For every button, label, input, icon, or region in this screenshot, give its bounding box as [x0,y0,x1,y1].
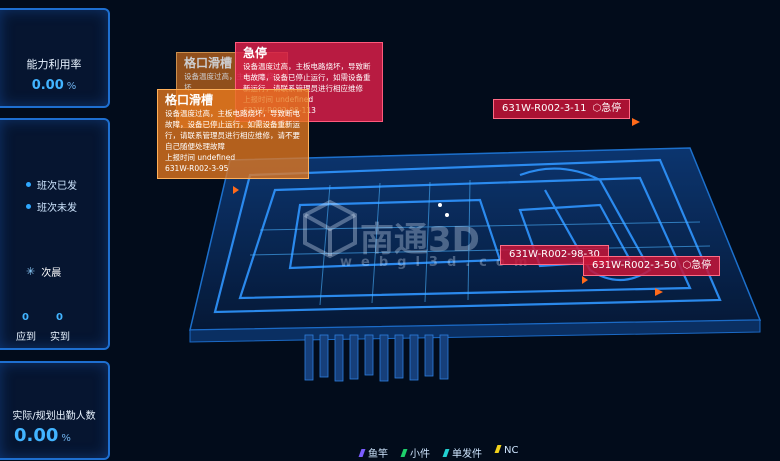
device-tag-code: 631W-R002-98-30 [509,249,600,260]
capacity-value: 0.00% [0,78,108,93]
device-tag-status: 急停 [691,260,712,271]
legend-unissued: 班次未发 [26,199,77,214]
legend-item-small[interactable]: 小件 [400,445,430,460]
shift-name-row: ✳ 次晨 [26,264,61,279]
watermark-text: 南通3D [360,220,480,260]
capacity-panel: 能力利用率 0.00% [0,8,110,108]
legend-issued: 班次已发 [26,177,77,192]
attendance-value: 0.00% [0,425,108,446]
capacity-unit: % [66,81,77,92]
legend-label: 小件 [410,449,430,460]
legend-item-nc[interactable]: NC [494,445,519,460]
dot-icon [26,182,31,187]
device-tag-status: 急停 [601,103,622,114]
legend-swatch [494,445,502,453]
attendance-number: 0.00 [14,425,59,446]
legend-label: NC [504,445,519,456]
dot-icon [26,204,31,209]
legend-label: 鱼竿 [368,449,388,460]
legend-label: 单发件 [452,449,482,460]
sun-icon: ✳ [26,265,36,278]
device-tag-code: 631W-R002-3-50 [592,260,677,271]
alarm-card-chute[interactable]: 格口滑槽 设备温度过高，主板电路烧坏，导致断电故障，设备已停止运行，如需设备重新… [157,89,309,179]
alarm-title: 格口滑槽 [184,56,233,70]
watermark-sub: webgl3d.com [340,255,537,270]
actual-count: 0 [56,312,63,323]
device-tag[interactable]: 631W-R002-98-30 [500,245,609,265]
warning-icon: ⬡ [682,260,692,271]
alarm-text: 设备温度过高，主板电路烧坏 [184,72,274,92]
capacity-title: 能力利用率 [26,58,82,71]
legend-swatch [442,449,450,457]
alarm-title: 格口滑槽 [165,93,214,107]
device-tag[interactable]: 631W-R002-3-50 ⬡急停 [583,256,721,276]
attendance-unit: % [61,433,71,444]
actual-label: 实到 [50,332,70,343]
alarm-time: 上报时间 undefined [165,153,236,162]
legend-item-single[interactable]: 单发件 [442,445,482,460]
device-tag-code: 631W-R002-3-11 [502,103,587,114]
legend-item-rod[interactable]: 鱼竿 [358,445,388,460]
legend-swatch [400,449,408,457]
capacity-number: 0.00 [31,78,64,93]
legend-issued-label: 班次已发 [37,181,77,192]
legend-swatch [358,449,366,457]
attendance-panel: 实际/规划出勤人数 0.00% [0,361,110,460]
alarm-title: 急停 [243,46,268,60]
alarm-text: 设备温度过高，主板电路烧坏，导致断电故障，设备已停止运行，如需设备重新运行，请联… [243,62,371,93]
warning-icon: ⬡ [592,103,602,114]
shift-panel: 班次已发 班次未发 ✳ 次晨 0 0 应到 实到 [0,118,110,350]
device-tag[interactable]: 631W-R002-3-11 ⬡急停 [493,99,631,119]
alarm-code: 631W-R002-3-95 [165,164,229,173]
legend-unissued-label: 班次未发 [37,203,77,214]
alarm-text: 设备温度过高，主板电路烧坏，导致断电故障，设备已停止运行，如需设备重新运行，请联… [165,109,300,151]
due-label: 应到 [16,332,36,343]
shift-name: 次晨 [41,268,62,279]
bottom-legend: 鱼竿 小件 单发件 NC [358,445,519,460]
due-count: 0 [22,312,29,323]
watermark-logo-icon [303,199,357,259]
attendance-title: 实际/规划出勤人数 [12,411,96,422]
